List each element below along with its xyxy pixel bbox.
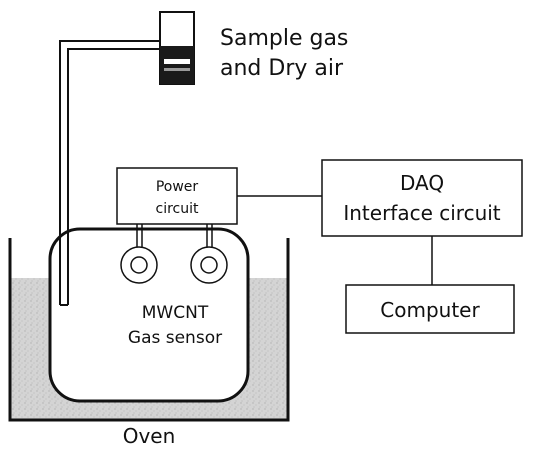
- computer-label: Computer: [380, 298, 480, 322]
- gas-source-icon: [159, 11, 195, 85]
- sensor-label-line2: Gas sensor: [128, 328, 222, 348]
- oven-label: Oven: [123, 424, 176, 448]
- gas-source-label-line1: Sample gas: [220, 26, 348, 51]
- power-circuit-box: [116, 167, 238, 225]
- daq-label-line2: Interface circuit: [343, 201, 500, 225]
- computer-box: [345, 284, 515, 334]
- gas-supply-tube: [59, 40, 160, 306]
- sensor-label-line1: MWCNT: [142, 303, 209, 323]
- oven-container-outline: [8, 238, 290, 422]
- sensor-element-right: [190, 246, 228, 284]
- power-circuit-label-line1: Power: [156, 179, 199, 195]
- daq-label-line1: DAQ: [400, 171, 444, 195]
- power-circuit-label-line2: circuit: [156, 201, 199, 217]
- gas-source-label-line2: and Dry air: [220, 56, 344, 81]
- sensor-element-left: [120, 246, 158, 284]
- daq-interface-box: [321, 159, 523, 237]
